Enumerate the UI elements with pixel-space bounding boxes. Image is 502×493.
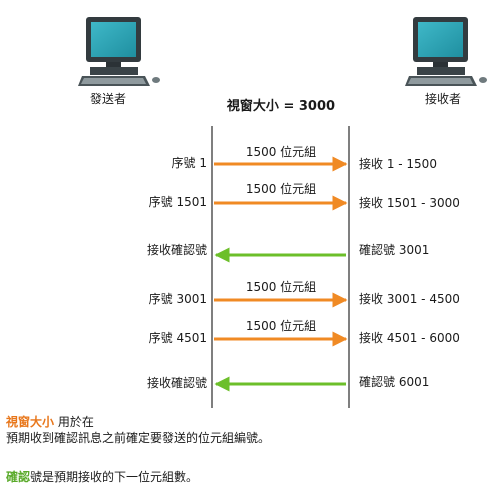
arrow-label: 1500 位元組 — [246, 279, 316, 294]
seq-label: 序號 3001 — [149, 291, 207, 306]
seq-label: 序號 4501 — [149, 330, 207, 345]
arrow-label: 1500 位元組 — [246, 181, 316, 196]
arrow-label: 1500 位元組 — [246, 318, 316, 333]
receive-label: 接收 4501 - 6000 — [359, 330, 460, 345]
window-size-caption: 視窗大小 用於在 — [6, 414, 94, 430]
receiver-computer-icon — [405, 17, 487, 86]
receiver-label: 接收者 — [425, 91, 461, 106]
ack-number-label: 確認號 6001 — [359, 374, 429, 389]
seq-label: 序號 1 — [172, 155, 207, 170]
ack-receive-label: 接收確認號 — [147, 242, 207, 257]
window-size-caption-rest: 用於在 — [54, 415, 94, 429]
receive-label: 接收 1 - 1500 — [359, 156, 437, 171]
sender-computer-icon — [78, 17, 160, 86]
ack-caption: 確認號是預期接收的下一位元組數。 — [6, 469, 198, 485]
window-size-term: 視窗大小 — [6, 415, 55, 429]
window-size-title: 視窗大小 = 3000 — [226, 98, 335, 114]
ack-number-label: 確認號 3001 — [359, 242, 429, 257]
receive-label: 接收 3001 - 4500 — [359, 291, 460, 306]
sender-label: 發送者 — [90, 91, 126, 106]
ack-caption-rest: 號是預期接收的下一位元組數。 — [30, 470, 199, 484]
window-size-caption-line2: 預期收到確認訊息之前確定要發送的位元組編號。 — [6, 431, 271, 445]
seq-label: 序號 1501 — [149, 194, 207, 209]
ack-receive-label: 接收確認號 — [147, 375, 207, 390]
window-size-diagram: 發送者 接收者 視窗大小 = 3000 序號 1 1500 位元組 接收 1 -… — [78, 17, 487, 408]
ack-term: 確認 — [6, 470, 31, 484]
arrow-label: 1500 位元組 — [246, 144, 316, 159]
receive-label: 接收 1501 - 3000 — [359, 195, 460, 210]
